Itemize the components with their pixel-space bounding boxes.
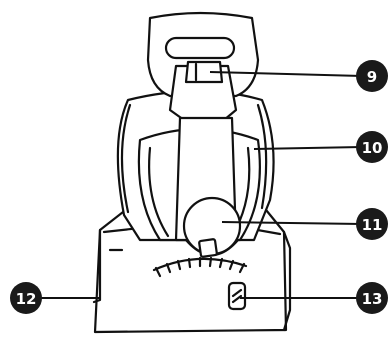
leader-line-10 <box>253 146 363 150</box>
height-scale <box>152 256 248 278</box>
rotary-knob <box>182 196 242 258</box>
callout-label-9: 9 <box>367 68 377 86</box>
callout-label-12: 12 <box>16 290 37 308</box>
leader-line-9 <box>209 71 363 77</box>
callout-label-11: 11 <box>362 216 383 234</box>
connector-neck <box>168 60 238 122</box>
callout-9: 9 <box>356 60 388 92</box>
slide-switch <box>227 281 247 311</box>
callout-10: 10 <box>356 131 388 163</box>
callout-label-13: 13 <box>362 290 383 308</box>
callout-label-10: 10 <box>362 139 383 157</box>
leader-line-11 <box>221 221 363 225</box>
callout-12: 12 <box>10 282 42 314</box>
callout-13: 13 <box>356 282 388 314</box>
callout-11: 11 <box>356 208 388 240</box>
